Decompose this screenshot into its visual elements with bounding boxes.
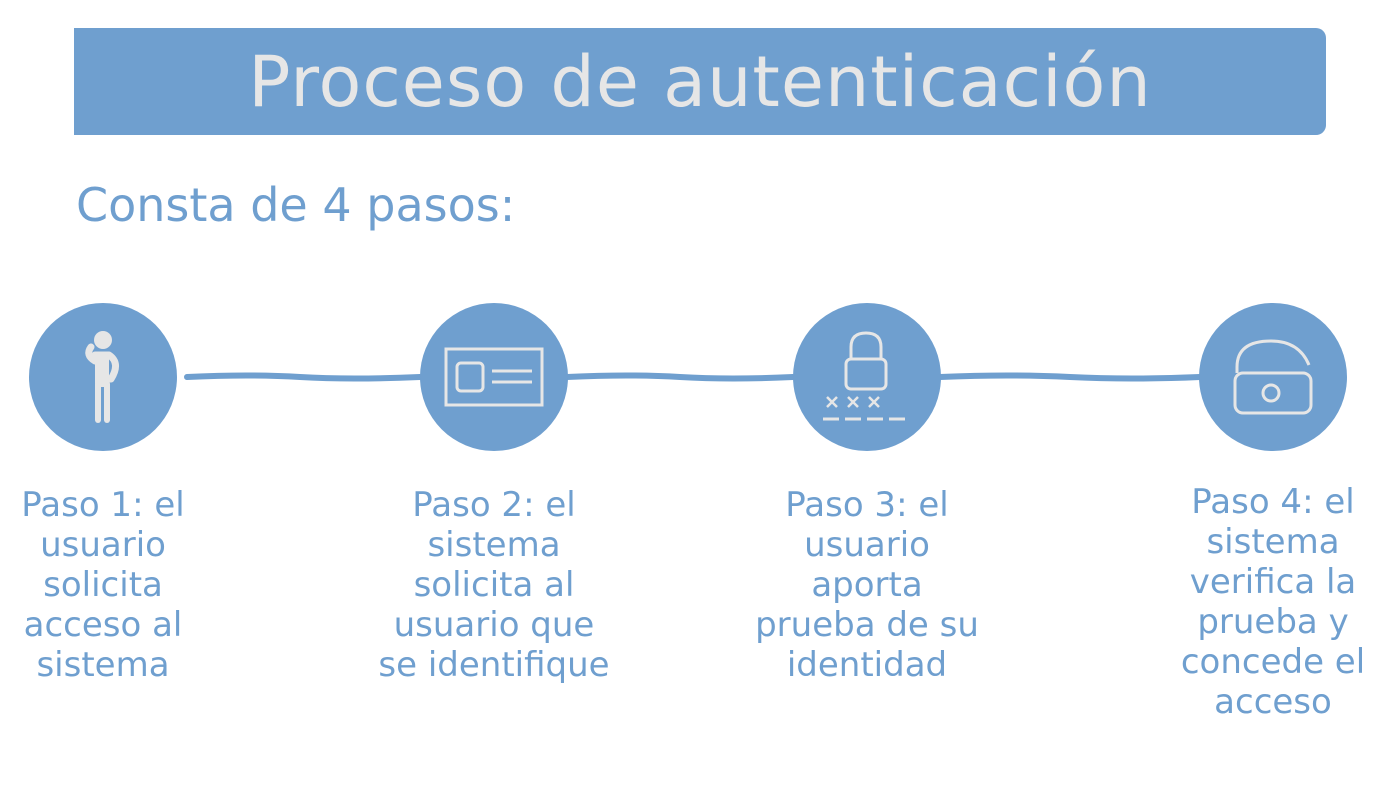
lock-password-icon: [823, 331, 905, 421]
connector-line-1-2: [184, 372, 423, 382]
page-title: Proceso de autenticación: [248, 40, 1152, 123]
step-2-circle: [420, 303, 568, 451]
step-1-label: Paso 1: el usuario solicita acceso al si…: [21, 485, 185, 685]
step-1-circle: [29, 303, 177, 451]
person-icon: [85, 331, 119, 423]
step-3-label: Paso 3: el usuario aporta prueba de su i…: [755, 485, 979, 685]
connector-line-2-3: [564, 372, 796, 382]
step-2-label: Paso 2: el sistema solicita al usuario q…: [378, 485, 610, 685]
subtitle: Consta de 4 pasos:: [76, 178, 516, 232]
step-4-label: Paso 4: el sistema verifica la prueba y …: [1180, 482, 1366, 722]
connector-line-3-4: [937, 372, 1203, 382]
step-3-circle: [793, 303, 941, 451]
id-card-icon: [444, 347, 544, 407]
title-banner: Proceso de autenticación: [74, 28, 1326, 135]
step-4-circle: [1199, 303, 1347, 451]
unlocked-lock-icon: [1233, 339, 1313, 415]
